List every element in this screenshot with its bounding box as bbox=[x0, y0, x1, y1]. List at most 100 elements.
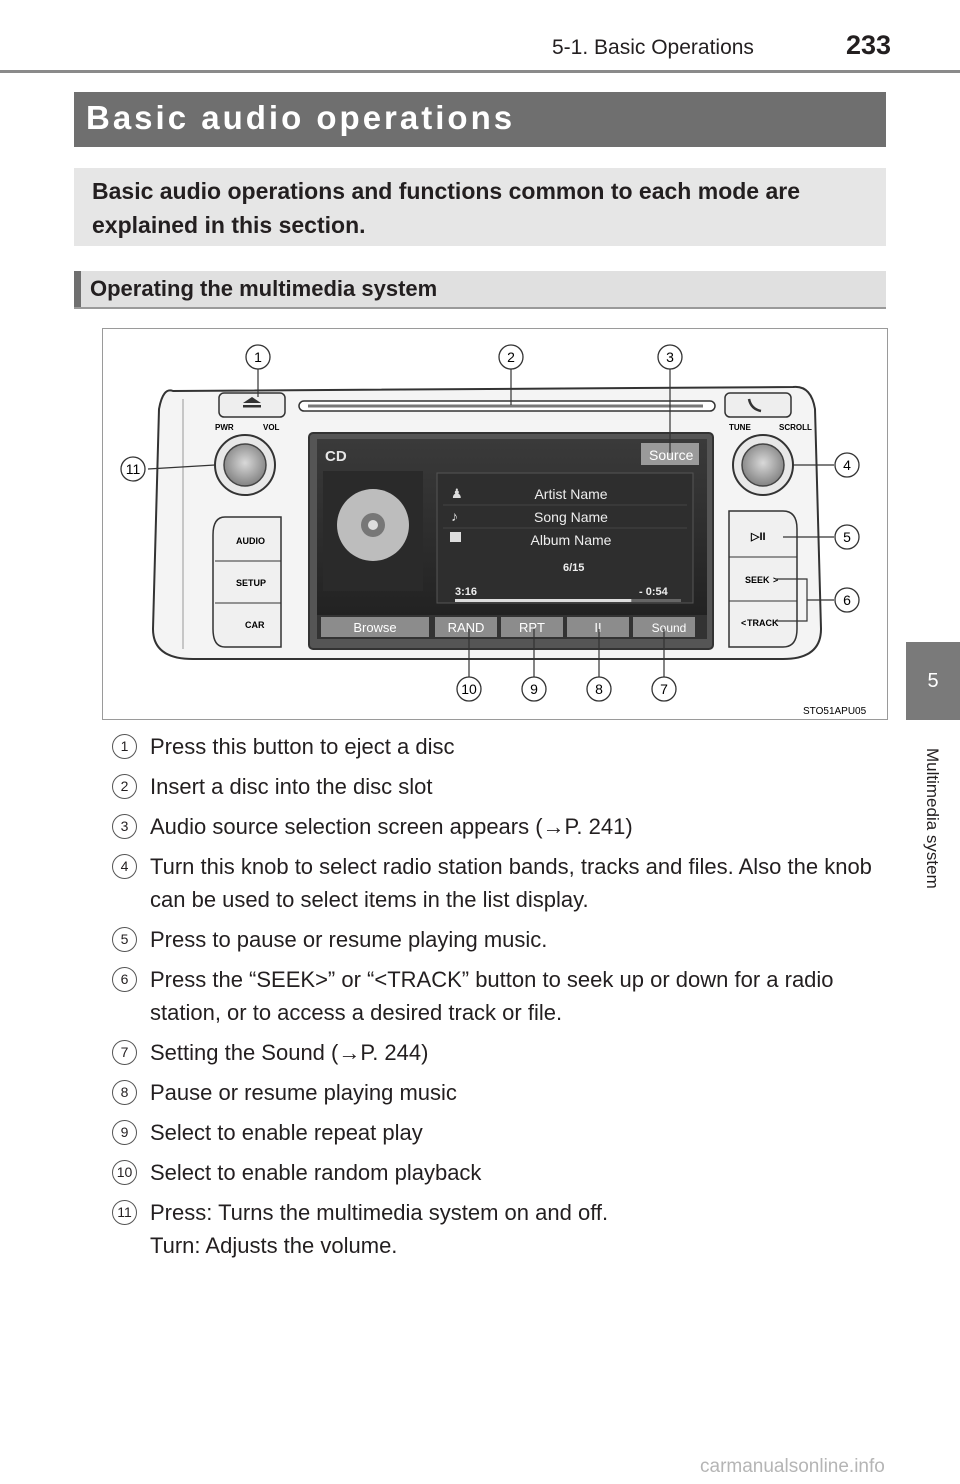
setup-button: SETUP bbox=[236, 578, 266, 588]
svg-text:▷II: ▷II bbox=[750, 531, 766, 543]
callout-11-label: 11 bbox=[126, 461, 141, 477]
item-text: Audio source selection screen appears (→… bbox=[150, 814, 633, 839]
list-item: 9 Select to enable repeat play bbox=[110, 1116, 890, 1149]
callout-10-circle bbox=[456, 676, 482, 702]
head-unit-illustration: PWR VOL TUNE SCROLL AUDIO SETUP CAR ▷II … bbox=[120, 344, 867, 717]
svg-text:<: < bbox=[741, 618, 746, 628]
callout-6-label: 6 bbox=[843, 592, 851, 608]
item-number-badge: 5 bbox=[112, 927, 137, 952]
item-number-badge: 2 bbox=[112, 774, 137, 799]
intro-box: Basic audio operations and functions com… bbox=[74, 168, 886, 246]
item-text: Press: Turns the multimedia system on an… bbox=[150, 1200, 609, 1225]
subheading: Operating the multimedia system bbox=[90, 276, 438, 301]
callout-leaders bbox=[147, 369, 834, 677]
item-text: Select to enable random playback bbox=[150, 1160, 482, 1185]
callout-6-circle bbox=[834, 587, 860, 613]
page-title: Basic audio operations bbox=[86, 99, 516, 136]
chapter-tab: 5 bbox=[906, 642, 960, 720]
scroll-label: SCROLL bbox=[779, 423, 812, 432]
list-item: 8 Pause or resume playing music bbox=[110, 1076, 890, 1109]
source-button bbox=[641, 443, 699, 465]
header-section: 5-1. Basic Operations bbox=[552, 36, 754, 59]
head-unit-figure: PWR VOL TUNE SCROLL AUDIO SETUP CAR ▷II … bbox=[102, 328, 888, 720]
item-number-badge: 7 bbox=[112, 1040, 137, 1065]
item-number-badge: 10 bbox=[112, 1160, 137, 1185]
subheading-accent bbox=[74, 271, 81, 307]
item-number-badge: 11 bbox=[112, 1200, 137, 1225]
tune-label: TUNE bbox=[729, 423, 751, 432]
callout-1-circle bbox=[245, 344, 271, 370]
right-button-panel bbox=[728, 510, 798, 648]
callout-2-circle bbox=[498, 344, 524, 370]
item-text: Press this button to eject a disc bbox=[150, 734, 455, 759]
track-count: 6/15 bbox=[563, 562, 584, 574]
rand-button bbox=[435, 617, 497, 637]
vol-label: VOL bbox=[263, 423, 280, 432]
callout-8-circle bbox=[586, 676, 612, 702]
item-number-badge: 3 bbox=[112, 814, 137, 839]
callout-5-label: 5 bbox=[843, 529, 851, 545]
audio-button: AUDIO bbox=[236, 536, 265, 546]
item-number-badge: 1 bbox=[112, 734, 137, 759]
progress-bar bbox=[455, 599, 632, 602]
car-button: CAR bbox=[245, 620, 265, 630]
page-number: 233 bbox=[846, 30, 892, 60]
list-item: 3 Audio source selection screen appears (… bbox=[110, 810, 890, 843]
item-number-badge: 8 bbox=[112, 1080, 137, 1105]
svg-text:RPT: RPT bbox=[519, 620, 545, 635]
pwr-label: PWR bbox=[215, 423, 234, 432]
list-item: 4 Turn this knob to select radio station … bbox=[110, 850, 890, 916]
intro-text: Basic audio operations and functions com… bbox=[92, 178, 801, 238]
rpt-button bbox=[501, 617, 563, 637]
track-button: TRACK bbox=[747, 618, 779, 628]
title-bar: Basic audio operations bbox=[74, 92, 886, 147]
callout-4-label: 4 bbox=[843, 457, 851, 473]
subheading-bar: Operating the multimedia system bbox=[74, 271, 886, 309]
callout-2-label: 2 bbox=[507, 349, 515, 365]
callout-9-circle bbox=[521, 676, 547, 702]
svg-text:Browse: Browse bbox=[353, 620, 396, 635]
item-text: Select to enable repeat play bbox=[150, 1120, 423, 1145]
sound-button bbox=[633, 617, 695, 637]
item-text: Press the “SEEK>” or “<TRACK” button to … bbox=[150, 967, 834, 1025]
mode-label: CD bbox=[325, 448, 347, 465]
item-number-badge: 9 bbox=[112, 1120, 137, 1145]
svg-text:>: > bbox=[773, 575, 778, 585]
item-text: Insert a disc into the disc slot bbox=[150, 774, 433, 799]
elapsed-time: 3:16 bbox=[455, 586, 477, 598]
watermark: carmanualsonline.info bbox=[700, 1456, 885, 1477]
album-name: Album Name bbox=[531, 532, 612, 548]
svg-text:Sound: Sound bbox=[652, 621, 687, 635]
figure-code: STO51APU05 bbox=[803, 706, 867, 717]
callout-9-label: 9 bbox=[530, 681, 538, 697]
item-text: Pause or resume playing music bbox=[150, 1080, 457, 1105]
callout-8-label: 8 bbox=[595, 681, 603, 697]
list-item: 11 Press: Turns the multimedia system on … bbox=[110, 1196, 890, 1262]
item-text-secondary: Turn: Adjusts the volume. bbox=[150, 1233, 398, 1258]
callout-10-label: 10 bbox=[461, 681, 477, 697]
source-label: Source bbox=[649, 447, 694, 463]
seek-button: SEEK bbox=[745, 575, 770, 585]
item-text: Press to pause or resume playing music. bbox=[150, 927, 548, 952]
remaining-time: - 0:54 bbox=[639, 586, 669, 598]
callout-7-circle bbox=[651, 676, 677, 702]
callout-3-circle bbox=[657, 344, 683, 370]
item-number-badge: 6 bbox=[112, 967, 137, 992]
left-button-panel bbox=[212, 516, 282, 648]
callout-5-circle bbox=[834, 524, 860, 550]
svg-text:♟: ♟ bbox=[451, 486, 463, 501]
list-item: 6 Press the “SEEK>” or “<TRACK” button to… bbox=[110, 963, 890, 1029]
list-item: 1 Press this button to eject a disc bbox=[110, 730, 890, 763]
svg-text:II: II bbox=[594, 620, 601, 635]
svg-text:♪: ♪ bbox=[451, 508, 458, 524]
list-item: 5 Press to pause or resume playing music. bbox=[110, 923, 890, 956]
description-list: 1 Press this button to eject a disc 2 Inse… bbox=[110, 730, 890, 1269]
phone-button bbox=[724, 392, 792, 418]
item-text: Turn this knob to select radio station b… bbox=[150, 854, 872, 912]
callout-7-label: 7 bbox=[660, 681, 668, 697]
browse-button bbox=[321, 617, 429, 637]
callout-11-circle bbox=[120, 456, 146, 482]
callout-4-circle bbox=[834, 452, 860, 478]
item-number-badge: 4 bbox=[112, 854, 137, 879]
callout-3-label: 3 bbox=[666, 349, 674, 365]
